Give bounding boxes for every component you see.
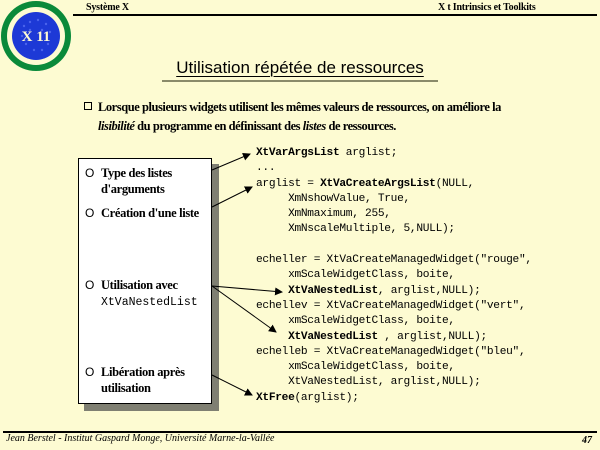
code-line: XtVarArgsList arglist; [256, 147, 398, 159]
code-line: echellev = XtVaCreateManagedWidget("vert… [256, 299, 526, 312]
code-line: XtVaNestedList , arglist,NULL); [288, 330, 487, 343]
emphasis-lisibilite: lisibilité [98, 119, 135, 133]
nested-list-code: XtVaNestedList [101, 296, 198, 309]
code-line: XmNscaleMultiple, 5,NULL); [256, 223, 455, 236]
code-line-blank [256, 238, 532, 253]
code-line: XtFree(arglist); [256, 391, 359, 404]
circle-marker-icon: O [85, 365, 94, 379]
emphasis-listes: listes [302, 119, 326, 133]
code-listing: XtVarArgsList arglist; ... arglist = XtV… [256, 146, 532, 406]
footer-rule [3, 431, 597, 433]
header-rule [73, 14, 597, 16]
circle-marker-icon: O [85, 206, 94, 220]
code-line: arglist = XtVaCreateArgsList(NULL, [256, 177, 475, 190]
circle-marker-icon: O [85, 278, 94, 292]
code-line: echeller = XtVaCreateManagedWidget("roug… [256, 254, 532, 267]
slide-title: Utilisation répétée de ressources [176, 58, 424, 77]
code-line: ... [256, 162, 276, 175]
square-bullet-icon [84, 100, 93, 110]
page-number: 47 [582, 435, 592, 446]
code-line: xmScaleWidgetClass, boite, [256, 269, 455, 282]
code-line: XtVaNestedList, arglist,NULL); [256, 376, 481, 389]
intro-paragraph: Lorsque plusieurs widgets utilisent les … [98, 100, 501, 133]
code-line: xmScaleWidgetClass, boite, [256, 361, 455, 374]
code-line: XmNshowValue, True, [256, 192, 410, 205]
circle-marker-icon: O [85, 166, 94, 180]
header-right-label: X t Intrinsics et Toolkits [438, 2, 536, 13]
topics-box: O Type des listes d'arguments O Création… [78, 158, 212, 404]
code-line: XmNmaximum, 255, [256, 208, 391, 221]
code-line: echelleb = XtVaCreateManagedWidget("bleu… [256, 345, 526, 358]
code-line: XtVaNestedList, arglist,NULL); [288, 284, 481, 297]
code-line: xmScaleWidgetClass, boite, [256, 315, 455, 328]
footer-author: Jean Berstel - Institut Gaspard Monge, U… [6, 433, 275, 444]
x11-logo: X 11 [1, 1, 71, 71]
header-left-label: Système X [86, 2, 129, 13]
logo-text: X 11 [22, 29, 51, 45]
title-underline-shadow [162, 80, 438, 82]
